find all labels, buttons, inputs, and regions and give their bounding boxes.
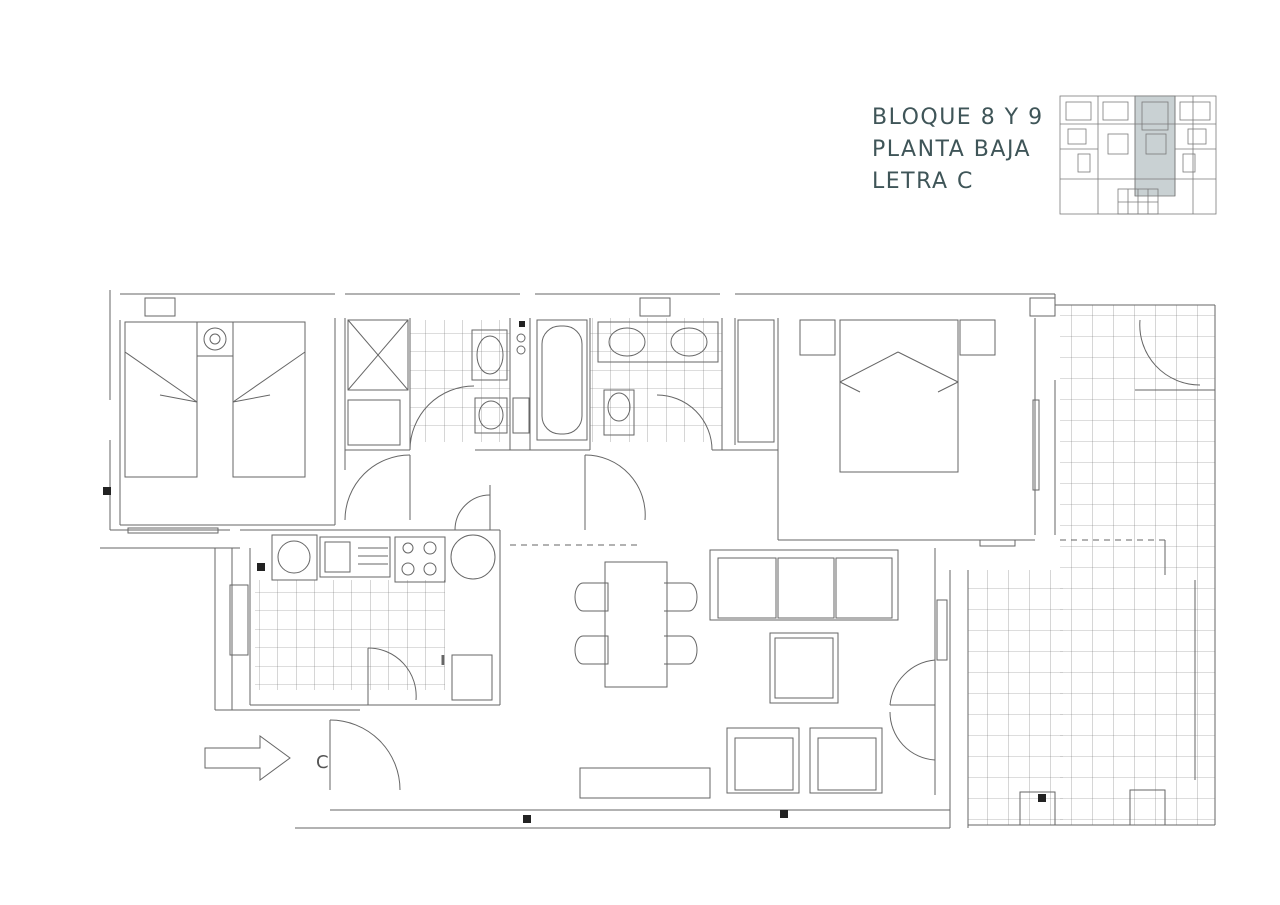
- bedroom-1: [124, 321, 306, 478]
- living-area: [579, 549, 936, 799]
- bathroom-1: [347, 319, 530, 451]
- entrance-unit-label: C: [316, 752, 329, 773]
- armchair-right: [809, 727, 883, 794]
- boiler: [450, 534, 496, 580]
- wardrobe: [737, 319, 775, 443]
- kitchen-tiles: [255, 580, 445, 690]
- single-bed-left: [124, 321, 198, 478]
- title-floor-line: PLANTA BAJA: [872, 137, 1032, 162]
- bathroom-2-tiles: [590, 318, 722, 442]
- single-bed-right: [232, 321, 306, 478]
- sink: [319, 536, 391, 578]
- double-vanity: [597, 321, 719, 363]
- washbasin-1: [471, 329, 508, 381]
- terrace: [1135, 319, 1215, 780]
- exterior-walls: [100, 290, 1216, 829]
- dining-area: [574, 561, 698, 688]
- plan-title: BLOQUE 8 Y 9 PLANTA BAJA LETRA C: [872, 102, 1062, 198]
- entrance-arrow: [204, 735, 291, 781]
- double-bed: [839, 319, 959, 473]
- coffee-table: [769, 632, 839, 704]
- key-plan-thumbnail: [1059, 95, 1217, 215]
- title-block-line: BLOQUE 8 Y 9: [872, 105, 1044, 130]
- hall-doors: [344, 454, 646, 531]
- tv-unit: [579, 767, 711, 799]
- service-markers: [103, 321, 1046, 823]
- washing-machine: [271, 534, 318, 581]
- sofa: [709, 549, 899, 621]
- kitchen: [271, 534, 496, 705]
- dining-table: [604, 561, 668, 688]
- hob: [394, 536, 446, 583]
- toilet-1: [474, 397, 508, 434]
- bathroom-2: [536, 319, 719, 451]
- armchair-left: [726, 727, 800, 794]
- windows: [127, 297, 1166, 826]
- shower-tray: [347, 319, 409, 391]
- nightstand: [196, 321, 234, 357]
- terrace-tiles-lower: [968, 570, 1063, 825]
- bathroom-1-tiles: [410, 320, 510, 442]
- entrance: [204, 719, 401, 791]
- bedroom-2: [737, 319, 996, 473]
- fridge: [451, 654, 493, 701]
- toilet-2: [603, 389, 635, 436]
- bathtub: [536, 319, 588, 441]
- terrace-tiles-upper: [1060, 305, 1215, 825]
- title-unit-line: LETRA C: [872, 169, 974, 194]
- interior-walls: [119, 318, 1166, 795]
